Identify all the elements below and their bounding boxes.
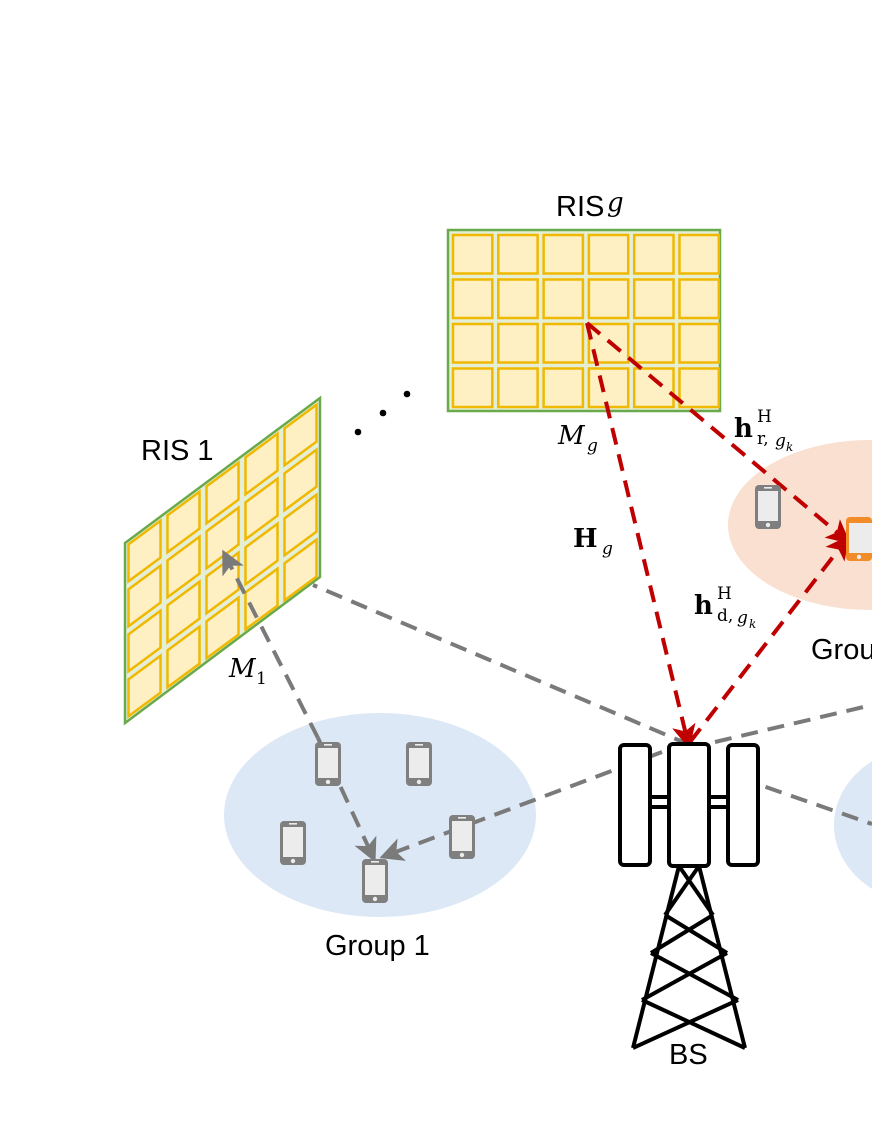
phone-icon <box>755 485 781 529</box>
red-links <box>585 321 851 749</box>
ris-element <box>678 278 721 320</box>
ris-element <box>283 537 318 603</box>
ris-element <box>205 460 240 526</box>
ris-1-label: RIS 1 <box>141 435 214 467</box>
ris-element <box>127 518 162 584</box>
m1-label-sub: 1 <box>256 669 267 689</box>
base-station-tower-icon <box>618 742 760 1050</box>
ris-element <box>166 489 201 555</box>
ris-element <box>542 322 585 364</box>
ris-g-panel <box>446 228 722 413</box>
ris-g-index: g <box>607 188 624 218</box>
group-g-area <box>728 440 872 610</box>
group-1-label: Group 1 <box>325 930 430 962</box>
ris-element <box>497 322 539 364</box>
ris-element <box>205 595 240 661</box>
hd-label-sub-g: g <box>737 608 748 628</box>
link-bs-phone <box>379 750 663 861</box>
ris-element <box>587 278 630 320</box>
hd-label-sub-k: k <box>749 617 756 631</box>
link-bs-right-upper <box>714 703 872 744</box>
link-Hg <box>585 322 696 749</box>
phone-icon <box>449 815 475 859</box>
ris-element <box>283 447 318 513</box>
hr-label-sup: H <box>757 407 772 427</box>
ris-element <box>542 367 585 409</box>
ris-element <box>542 278 585 320</box>
phone-icon <box>406 742 432 786</box>
ris-element <box>678 367 721 409</box>
ris-1-elements <box>127 402 318 719</box>
hr-label-sub: r, <box>757 429 769 449</box>
bs-label: BS <box>669 1039 708 1071</box>
Hg-label-sub: g <box>602 539 613 559</box>
ris-element <box>451 278 494 320</box>
ris-element <box>632 367 675 409</box>
ris-element <box>632 278 675 320</box>
ris-element <box>166 534 201 600</box>
hd-label-sub: d, <box>717 606 733 626</box>
link-hr <box>585 321 851 544</box>
ris-element <box>451 367 494 409</box>
ris-element <box>542 233 585 275</box>
ris-element <box>451 233 494 275</box>
ellipsis-dots <box>354 390 411 436</box>
phone-icon-target <box>846 517 872 561</box>
ris-element <box>166 624 201 690</box>
ris-element <box>283 492 318 558</box>
hr-label-main: h <box>734 414 753 444</box>
hd-label-sup: H <box>717 584 732 604</box>
link-ris1-phone <box>316 737 377 863</box>
link-bs-ris1 <box>312 583 691 747</box>
ris-element <box>127 563 162 629</box>
ris-element <box>632 322 675 364</box>
mg-label-main: M <box>557 421 586 451</box>
group-1-area <box>224 713 536 917</box>
link-hd <box>688 535 850 744</box>
phone-icon <box>315 742 341 786</box>
ris-element <box>587 233 630 275</box>
ris-element <box>127 608 162 674</box>
hr-label-sub-g: g <box>775 431 786 451</box>
ris-element <box>283 402 318 468</box>
link-phone-ris1 <box>222 549 320 739</box>
ris-element <box>497 233 539 275</box>
ris-element <box>587 367 630 409</box>
ris-element <box>244 431 279 497</box>
ris-element <box>451 322 494 364</box>
group-other-area <box>834 761 872 889</box>
ris-element <box>127 653 162 719</box>
group-g-label: Grou <box>811 634 872 666</box>
m1-label-main: M <box>228 654 257 684</box>
Hg-label-main: H <box>573 524 598 554</box>
hd-label-main: h <box>694 591 713 621</box>
ris-g-elements <box>451 233 721 409</box>
ris-element <box>166 579 201 645</box>
link-bs-right-lower <box>739 776 872 826</box>
mg-label-sub: g <box>587 436 598 456</box>
ris-element <box>678 322 721 364</box>
hr-label-sub-k: k <box>786 440 793 454</box>
ris-g-label: RIS <box>556 191 604 223</box>
ris-element <box>678 233 721 275</box>
ris-element <box>497 367 539 409</box>
gray-links <box>222 549 872 863</box>
ris-element <box>244 521 279 587</box>
ris-element <box>205 505 240 571</box>
phone-icon <box>280 821 306 865</box>
ris-element <box>632 233 675 275</box>
ris-element <box>244 476 279 542</box>
ris-element <box>497 278 539 320</box>
phone-icon <box>362 859 388 903</box>
